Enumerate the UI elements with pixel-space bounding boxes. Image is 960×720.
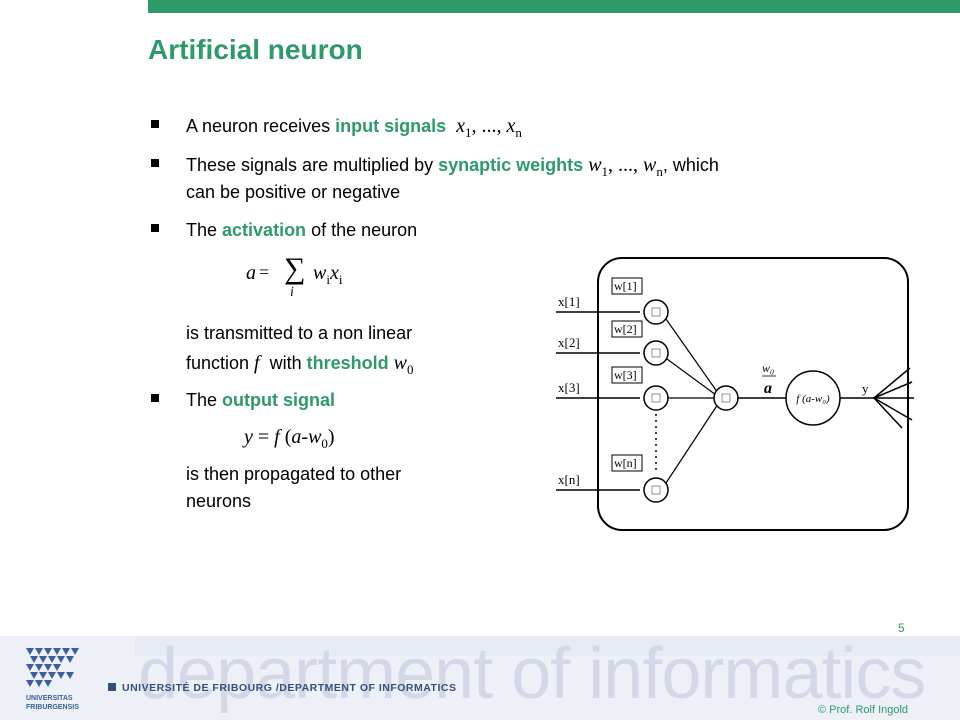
neuron-box bbox=[597, 257, 909, 531]
bullet-activation: The activation of the neuron bbox=[186, 220, 418, 240]
svg-text:w[1]: w[1] bbox=[614, 279, 637, 293]
department-watermark: department of informatics bbox=[138, 634, 926, 714]
bullet-output-signal: The output signal bbox=[186, 390, 336, 410]
bullet-marker bbox=[150, 394, 160, 404]
math-term: wixi bbox=[313, 262, 343, 287]
svg-text:FRIBURGENSIS: FRIBURGENSIS bbox=[26, 704, 79, 711]
input-label-3: x[3] bbox=[558, 380, 580, 395]
input-label-n: x[n] bbox=[558, 472, 580, 487]
bullet-text: These signals are multiplied by bbox=[186, 155, 439, 175]
svg-text:w[n]: w[n] bbox=[614, 456, 637, 470]
weight-label-2: w[2] bbox=[611, 320, 643, 338]
input-label-1: x[1] bbox=[558, 294, 580, 309]
top-accent-bar bbox=[148, 0, 960, 13]
bullet-input-signals: A neuron receives input signals x1, ...,… bbox=[186, 114, 522, 145]
bullet-text: , which bbox=[662, 155, 719, 175]
input-label-2: x[2] bbox=[558, 335, 580, 350]
weight-label-3: w[3] bbox=[611, 366, 643, 384]
function-label: f (a-w₀) bbox=[796, 393, 830, 405]
weight-label-1: w[1] bbox=[611, 277, 643, 295]
slide-title: Artificial neuron bbox=[148, 34, 363, 65]
propagate-line-1: is then propagated to other bbox=[186, 464, 402, 484]
footer-band-top bbox=[135, 636, 960, 656]
copyright: © Prof. Rolf Ingold bbox=[818, 704, 909, 716]
weight-label-n: w[n] bbox=[611, 454, 643, 472]
sum-symbol: ∑ bbox=[284, 252, 306, 285]
highlight-term: threshold bbox=[306, 353, 389, 373]
activation-label: a bbox=[764, 380, 772, 397]
highlight-term: synaptic weights bbox=[438, 155, 584, 175]
svg-text:UNIVERSITAS: UNIVERSITAS bbox=[26, 695, 73, 702]
square-icon bbox=[108, 683, 116, 691]
university-logo: UNIVERSITAS FRIBURGENSIS bbox=[26, 648, 79, 711]
output-formula: y = f (a-w0) bbox=[244, 426, 335, 451]
bullet-synaptic-weights: These signals are multiplied by synaptic… bbox=[186, 153, 719, 184]
propagate-line-2: neurons bbox=[186, 491, 252, 511]
bullet-text: A neuron receives bbox=[186, 116, 336, 136]
svg-text:w[2]: w[2] bbox=[614, 322, 637, 336]
activation-formula: a = ∑ i wixi bbox=[246, 252, 343, 300]
neuron-diagram: x[1] x[2] x[3] x[n] w[1] w[2] w[3] w[n] … bbox=[556, 257, 914, 531]
weight-node bbox=[643, 385, 669, 411]
output-label: y bbox=[862, 381, 869, 396]
transmit-line-1: is transmitted to a non linear bbox=[186, 323, 413, 343]
weight-node bbox=[643, 299, 669, 325]
bullet-marker bbox=[150, 224, 160, 234]
math-inputs: x1, ..., xn bbox=[456, 115, 522, 140]
math-weights: w1, ..., wn bbox=[588, 154, 663, 179]
page-number: 5 bbox=[898, 621, 905, 635]
bullet-marker bbox=[150, 159, 160, 169]
summation-node bbox=[713, 385, 739, 411]
highlight-term: activation bbox=[222, 220, 307, 240]
weight-node bbox=[643, 340, 669, 366]
threshold-label: w₀ bbox=[762, 361, 774, 375]
transmit-line-2: function f with threshold w0 bbox=[186, 352, 414, 377]
highlight-term: input signals bbox=[335, 116, 447, 136]
university-name: UNIVERSITÉ DE FRIBOURG /DEPARTMENT OF IN… bbox=[108, 682, 456, 694]
bullet-marker bbox=[150, 120, 160, 130]
bullet-continuation: can be positive or negative bbox=[186, 182, 401, 202]
svg-text:w[3]: w[3] bbox=[614, 368, 637, 382]
highlight-term: output signal bbox=[222, 390, 336, 410]
weight-node bbox=[643, 477, 669, 503]
